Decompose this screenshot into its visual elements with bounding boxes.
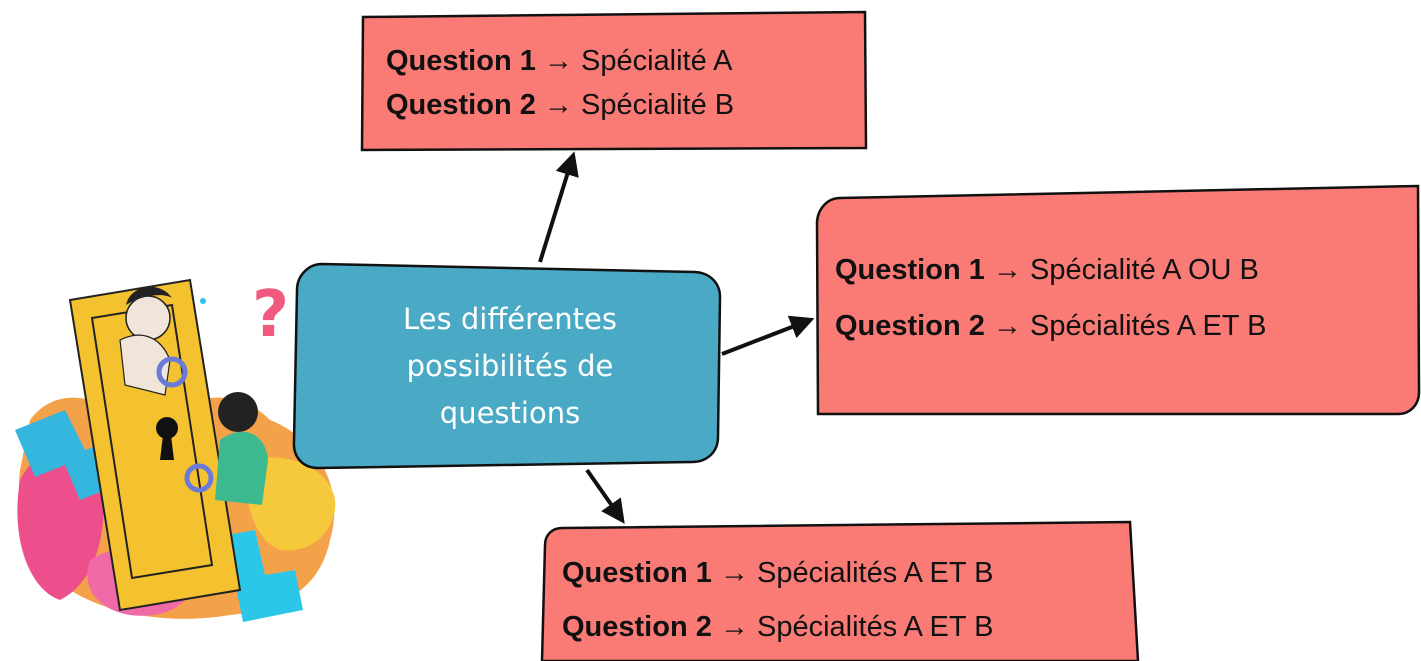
question-label: Question 2 [562,611,712,643]
question-label: Question 1 [386,45,536,77]
svg-text:?: ? [252,278,289,352]
answer-text: Spécialités A ET B [1029,310,1267,342]
question-label: Question 2 [835,310,985,342]
right-box: Question 1 → Spécialité A OU B Question … [835,242,1405,354]
right-arrow: → [992,254,1022,286]
bottom-box: Question 1 → Spécialités A ET B Question… [562,546,1132,654]
right-box-row-2: Question 2 → Spécialités A ET B [835,298,1405,354]
bottom-box-row-1: Question 1 → Spécialités A ET B [562,546,1132,600]
answer-text: Spécialité A [580,45,733,77]
answer-text: Spécialités A ET B [756,557,994,589]
top-box-row-2: Question 2 → Spécialité B [386,83,856,127]
right-box-shape [815,184,1421,416]
answer-text: Spécialités A ET B [756,611,994,643]
center-topic-line-3: questions [439,395,581,430]
arrow-to-bottom-box [585,468,625,524]
right-arrow: → [719,611,749,643]
question-label: Question 2 [386,89,536,121]
top-box-shape [360,10,868,152]
center-box-shape [292,262,722,470]
right-arrow: → [543,45,573,77]
top-box: Question 1 → Spécialité A Question 2 → S… [386,34,856,132]
arrow-to-right-box [721,315,815,356]
puzzle-door-people-icon: ? [15,278,336,622]
answer-text: Spécialité B [580,89,735,121]
right-arrow: → [992,310,1022,342]
top-box-row-1: Question 1 → Spécialité A [386,39,856,83]
answer-text: Spécialité A OU B [1029,254,1259,286]
question-label: Question 1 [562,557,712,589]
question-label: Question 1 [835,254,985,286]
bottom-box-row-2: Question 2 → Spécialités A ET B [562,600,1132,654]
arrow-to-top-box [538,151,579,263]
center-topic-line-2: possibilités de [406,348,614,383]
center-topic: Les différentes possibilités de question… [300,268,720,464]
bottom-box-shape [540,520,1140,661]
right-arrow: → [543,89,573,121]
right-box-row-1: Question 1 → Spécialité A OU B [835,242,1405,298]
right-arrow: → [719,557,749,589]
center-topic-line-1: Les différentes [403,301,617,336]
